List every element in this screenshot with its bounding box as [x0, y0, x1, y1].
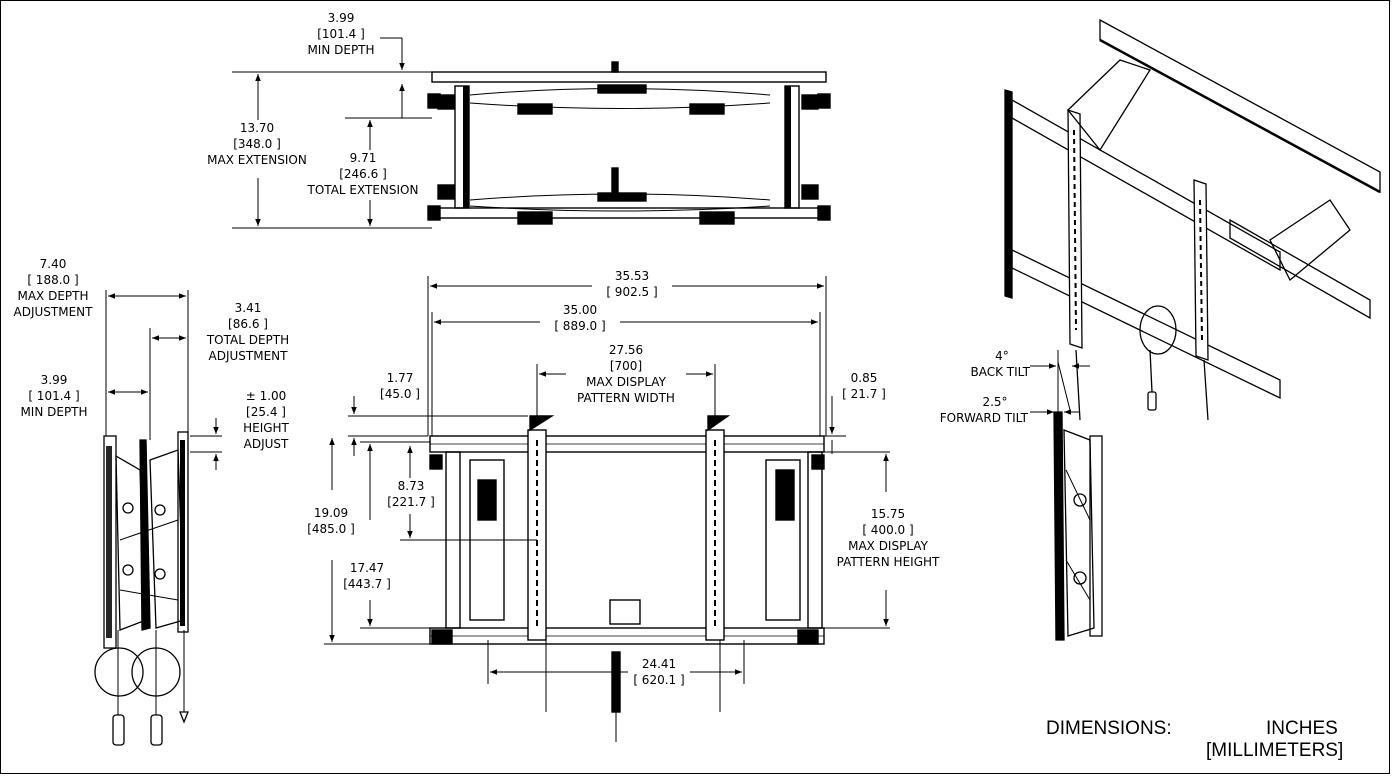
pattern-width-mm: [700]	[609, 359, 643, 373]
total-depth-adjustment-dimension: 3.41 [86.6 ] TOTAL DEPTH ADJUSTMENT	[198, 300, 298, 364]
side-view	[94, 431, 189, 746]
side-min-depth-inches: 3.99	[40, 373, 68, 387]
side-view-dimension-lines	[105, 290, 222, 470]
inner-height-mm: [443.7 ]	[343, 577, 391, 591]
forward-tilt-dimension: 2.5° FORWARD TILT	[912, 394, 1028, 426]
max-depth-adjustment-label-2: ADJUSTMENT	[13, 305, 93, 319]
side-min-depth-dimension: 3.99 [ 101.4 ] MIN DEPTH	[14, 372, 94, 420]
pattern-height-label-2: PATTERN HEIGHT	[836, 555, 940, 569]
total-depth-adjustment-mm: [86.6 ]	[228, 317, 268, 331]
right-offset-inches: 0.85	[850, 371, 878, 385]
left-offset-mm: [45.0 ]	[380, 387, 420, 401]
height-adjust-inches: ± 1.00	[245, 389, 287, 403]
height-adjust-mm: [25.4 ]	[246, 405, 286, 419]
rail-width-mm: [ 889.0 ]	[554, 319, 606, 333]
isometric-view	[1004, 18, 1381, 421]
top-view-front-plate	[431, 71, 827, 83]
total-extension-inches: 9.71	[349, 151, 377, 165]
back-tilt-value: 4°	[995, 349, 1009, 363]
total-extension-label: TOTAL EXTENSION	[307, 183, 419, 197]
max-depth-adjustment-label: MAX DEPTH	[17, 289, 89, 303]
total-depth-adjustment-inches: 3.41	[234, 301, 262, 315]
total-depth-adjustment-label-2: ADJUSTMENT	[208, 349, 288, 363]
pattern-height-inches: 15.75	[870, 507, 906, 521]
max-extension-inches: 13.70	[239, 121, 275, 135]
height-adjust-dimension: ± 1.00 [25.4 ] HEIGHT ADJUST	[230, 388, 302, 452]
max-extension-mm: [348.0 ]	[233, 137, 281, 151]
inner-height-inches: 17.47	[349, 561, 385, 575]
pattern-height-mm: [ 400.0 ]	[862, 523, 914, 537]
pattern-width-label: MAX DISPLAY	[586, 375, 666, 389]
side-min-depth-label: MIN DEPTH	[20, 405, 88, 419]
top-min-depth-inches: 3.99	[327, 11, 355, 25]
overall-width-inches: 35.53	[614, 269, 650, 283]
max-extension-dimension: 13.70 [348.0 ] MAX EXTENSION	[192, 120, 322, 168]
tilt-view	[1053, 411, 1103, 641]
height-adjust-label: HEIGHT	[243, 421, 289, 435]
max-depth-adjustment-dimension: 7.40 [ 188.0 ] MAX DEPTH ADJUSTMENT	[4, 256, 102, 320]
right-offset-dimension: 0.85 [ 21.7 ]	[836, 370, 892, 402]
inner-height-dimension: 17.47 [443.7 ]	[338, 560, 396, 592]
max-depth-adjustment-mm: [ 188.0 ]	[27, 273, 79, 287]
max-extension-label: MAX EXTENSION	[207, 153, 307, 167]
top-min-depth-mm: [101.4 ]	[317, 27, 365, 41]
units-note-primary: INCHES	[1266, 718, 1338, 739]
max-depth-adjustment-inches: 7.40	[39, 257, 67, 271]
right-offset-mm: [ 21.7 ]	[842, 387, 886, 401]
front-view-dimension-lines	[324, 276, 890, 684]
left-offset-dimension: 1.77 [45.0 ]	[372, 370, 428, 402]
side-min-depth-mm: [ 101.4 ]	[28, 389, 80, 403]
pattern-height-label: MAX DISPLAY	[848, 539, 928, 553]
back-tilt-label: BACK TILT	[970, 365, 1030, 379]
top-view-dimension-lines	[232, 37, 432, 229]
total-extension-mm: [246.6 ]	[339, 167, 387, 181]
center-height-mm: [221.7 ]	[387, 495, 435, 509]
pattern-width-inches: 27.56	[608, 343, 644, 357]
units-note-secondary: [MILLIMETERS]	[1206, 740, 1344, 761]
top-view-wall-plate	[431, 207, 827, 219]
bottom-width-mm: [ 620.1 ]	[633, 673, 685, 687]
overall-height-dimension: 19.09 [485.0 ]	[302, 505, 360, 537]
forward-tilt-label: FORWARD TILT	[939, 411, 1028, 425]
center-height-dimension: 8.73 [221.7 ]	[386, 478, 436, 510]
back-tilt-dimension: 4° BACK TILT	[950, 348, 1030, 380]
front-view	[429, 415, 825, 742]
top-view	[427, 61, 831, 225]
total-depth-adjustment-label: TOTAL DEPTH	[206, 333, 290, 347]
top-min-depth-label: MIN DEPTH	[307, 43, 375, 57]
overall-height-inches: 19.09	[313, 506, 349, 520]
overall-width-mm: [ 902.5 ]	[606, 285, 658, 299]
height-adjust-label-2: ADJUST	[243, 437, 289, 451]
max-display-pattern-width-dimension: 27.56 [700] MAX DISPLAY PATTERN WIDTH	[566, 342, 686, 406]
pattern-width-label-2: PATTERN WIDTH	[577, 391, 675, 405]
overall-width-dimension: 35.53 [ 902.5 ]	[592, 268, 672, 300]
left-offset-inches: 1.77	[386, 371, 414, 385]
bottom-width-inches: 24.41	[641, 657, 677, 671]
forward-tilt-value: 2.5°	[982, 395, 1008, 409]
max-display-pattern-height-dimension: 15.75 [ 400.0 ] MAX DISPLAY PATTERN HEIG…	[826, 506, 950, 570]
total-extension-dimension: 9.71 [246.6 ] TOTAL EXTENSION	[298, 150, 428, 198]
tilt-view-dimension-lines	[1030, 350, 1090, 420]
top-min-depth-dimension: 3.99 [101.4 ] MIN DEPTH	[296, 10, 386, 58]
rail-width-dimension: 35.00 [ 889.0 ]	[540, 302, 620, 334]
bottom-width-dimension: 24.41 [ 620.1 ]	[628, 656, 690, 688]
units-note-label: DIMENSIONS:	[1046, 718, 1172, 739]
center-height-inches: 8.73	[397, 479, 425, 493]
overall-height-mm: [485.0 ]	[307, 522, 355, 536]
rail-width-inches: 35.00	[562, 303, 598, 317]
